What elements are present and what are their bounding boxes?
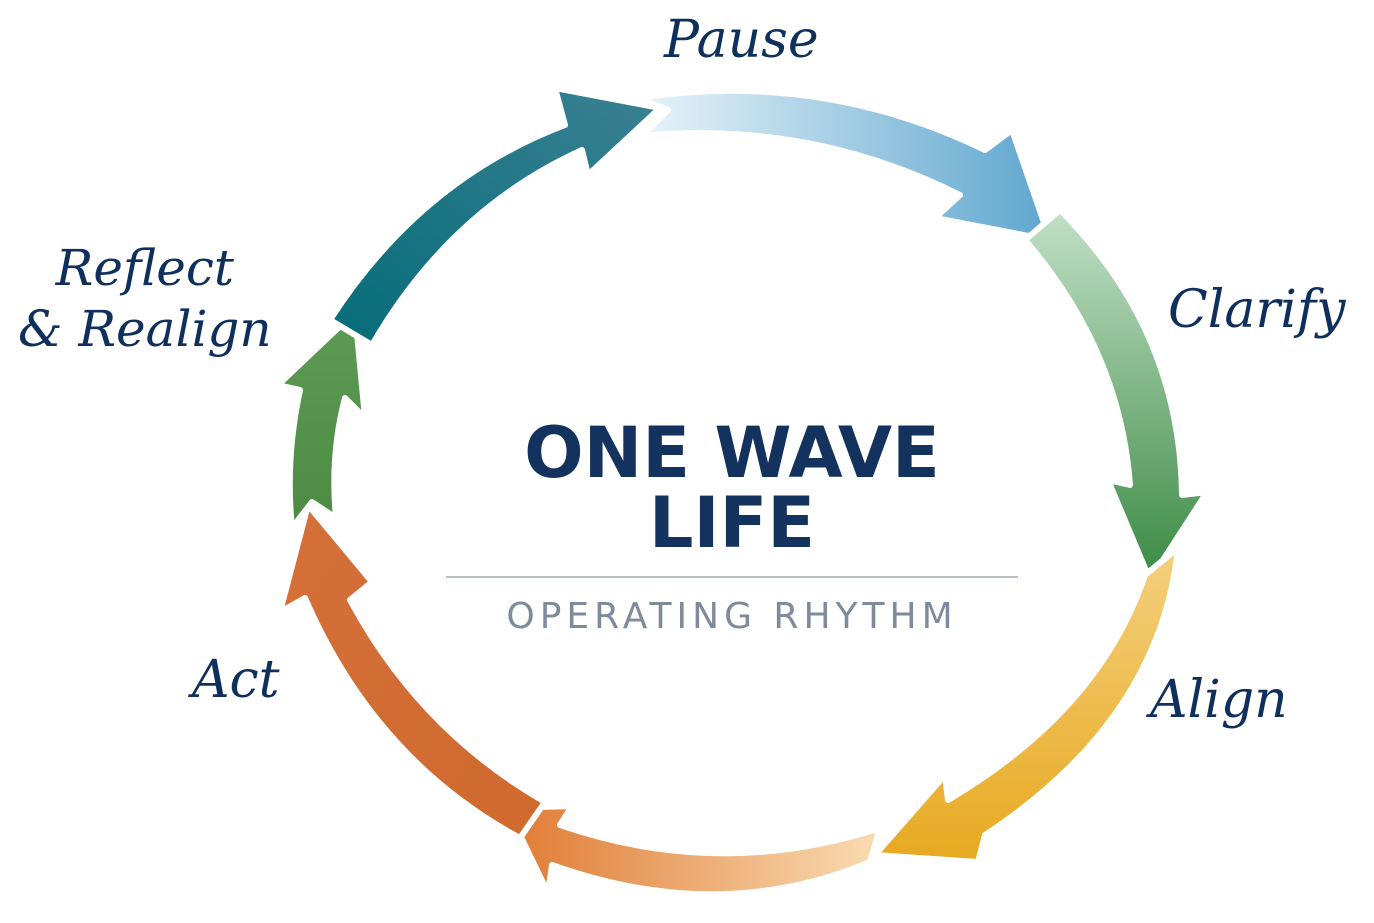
- reflect-arrow: [275, 309, 368, 531]
- center-title-block: ONE WAVE LIFE OPERATING RHYTHM: [440, 408, 1024, 637]
- step-label-align: Align: [1150, 670, 1288, 730]
- diagram-title: ONE WAVE LIFE: [524, 412, 940, 564]
- diagram-subtitle: OPERATING RHYTHM: [506, 596, 958, 637]
- act-arrow-bottom: [504, 803, 883, 898]
- realign-line: & Realign: [18, 300, 272, 358]
- act-arrow-left: [277, 502, 548, 841]
- step-label-reflect-realign: Reflect& Realign: [18, 238, 272, 360]
- clarify-arrow: [1022, 207, 1210, 583]
- title-divider: [446, 576, 1018, 578]
- align-arrow: [872, 545, 1181, 865]
- pause-arrow: [635, 87, 1053, 243]
- step-label-act: Act: [192, 650, 280, 710]
- step-label-clarify: Clarify: [1168, 280, 1346, 340]
- teal-arrow: [327, 85, 663, 348]
- step-label-pause: Pause: [664, 10, 819, 70]
- reflect-line: Reflect: [55, 239, 234, 297]
